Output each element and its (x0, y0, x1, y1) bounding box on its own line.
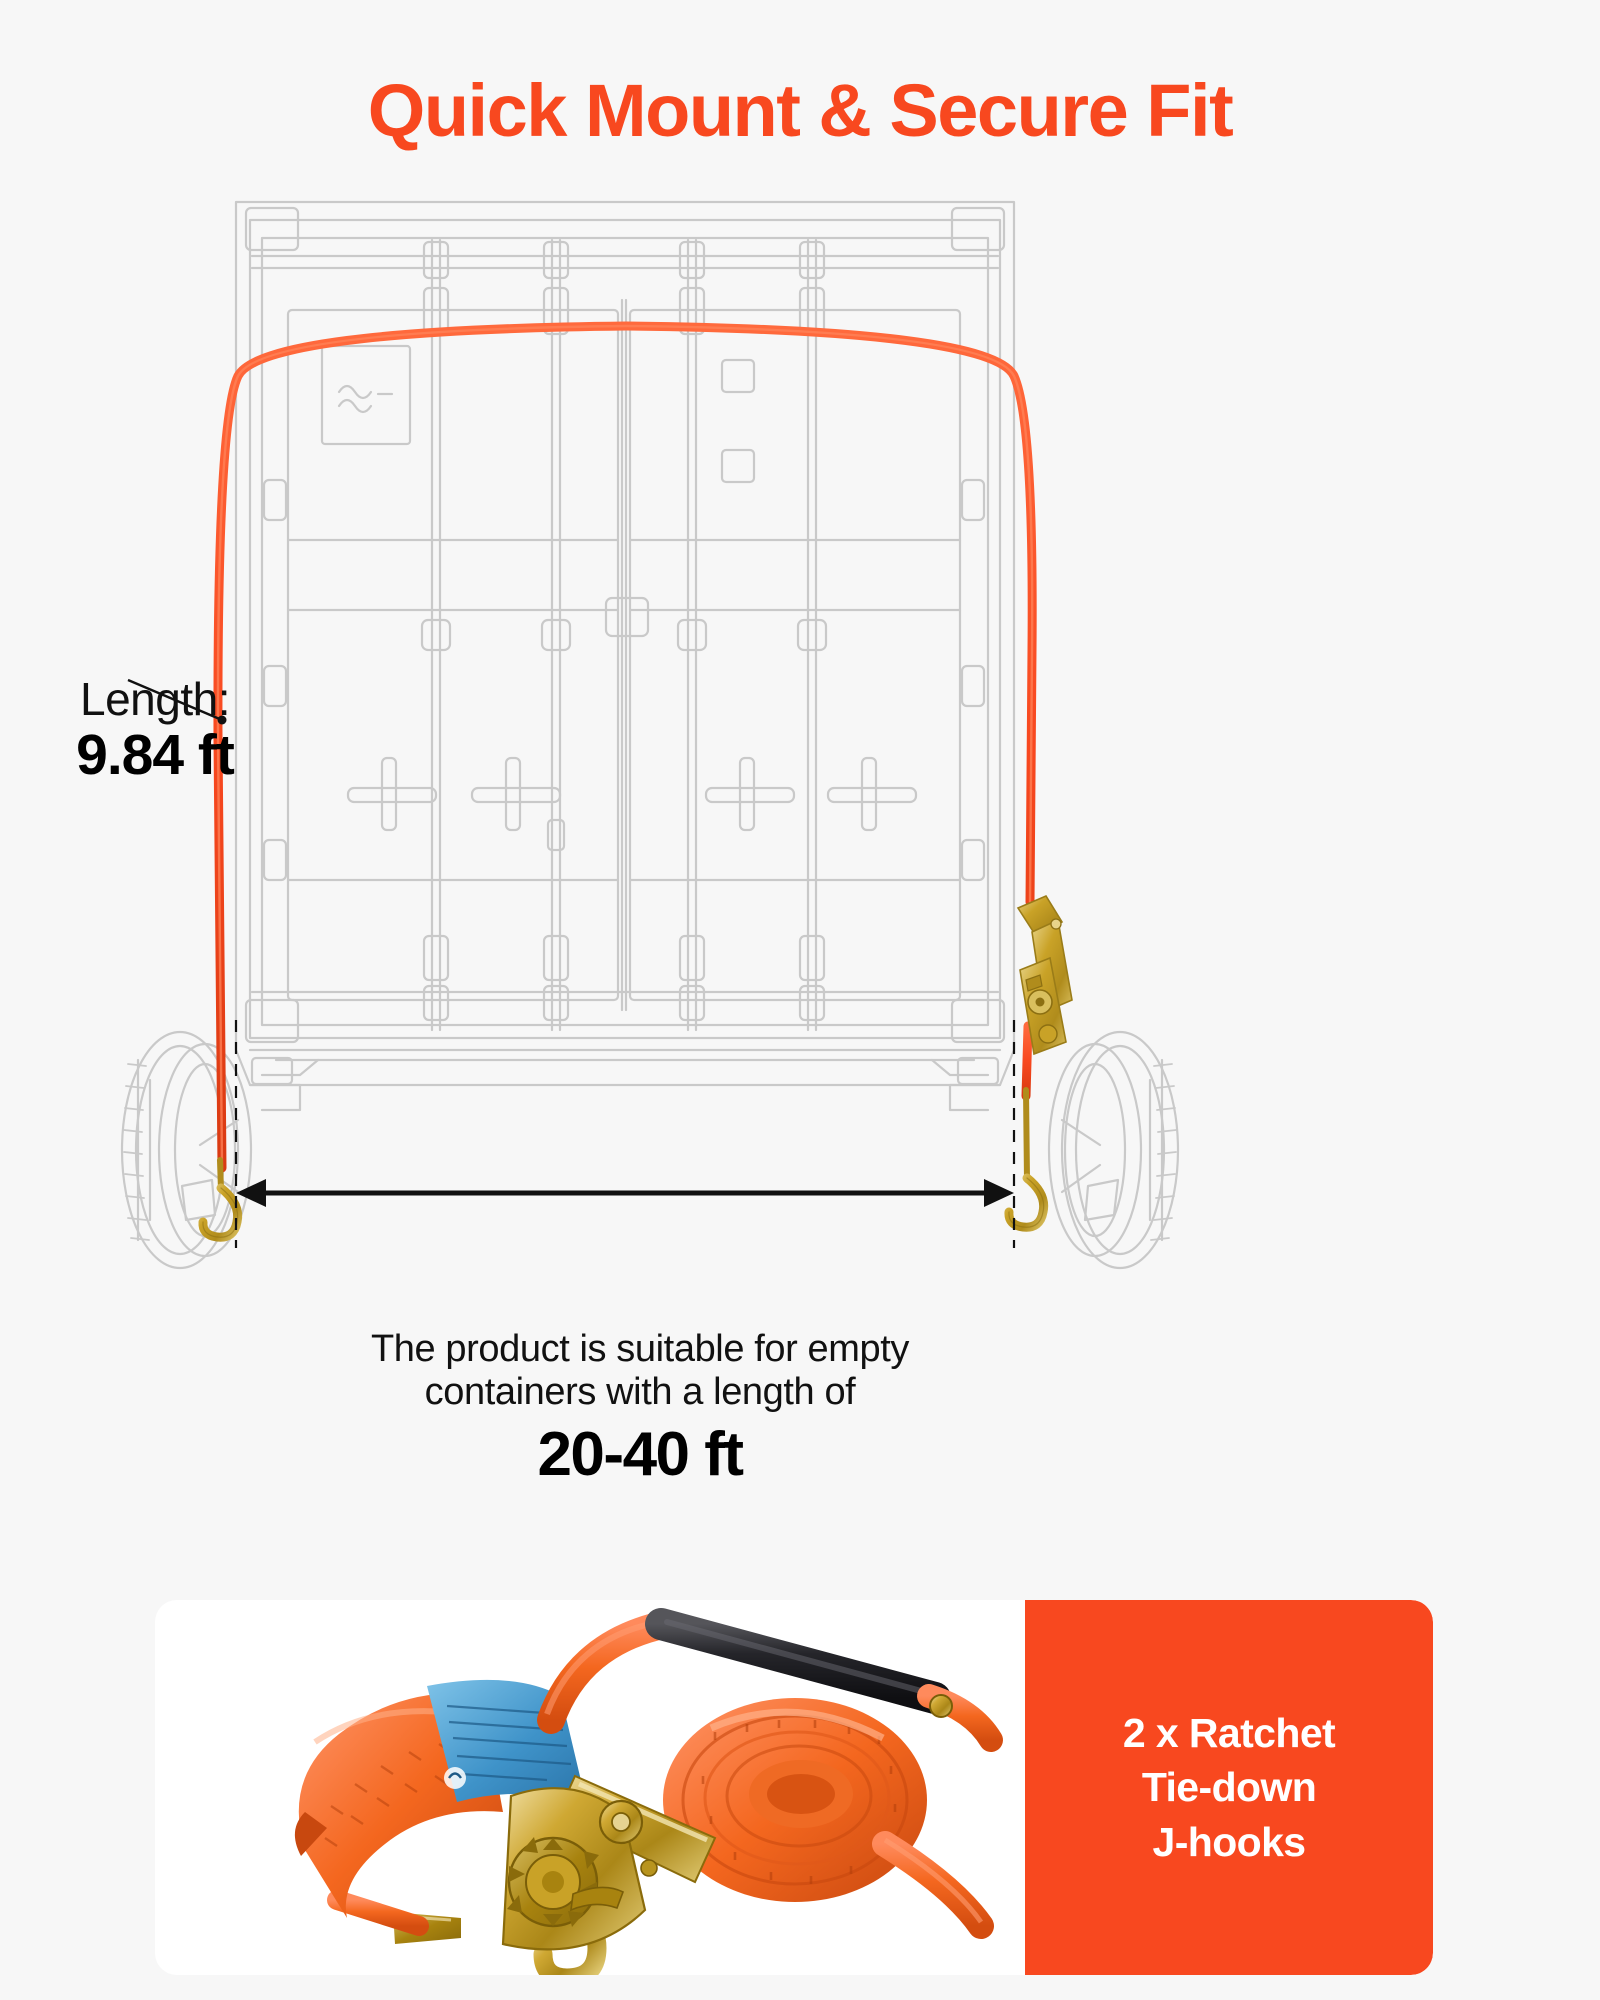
container-center-lockbox (604, 596, 650, 638)
product-badge: 2 x Ratchet Tie-down J-hooks (1025, 1600, 1433, 1975)
door-cam-handles (346, 756, 918, 832)
door-keeper-brackets (262, 478, 986, 882)
webbing-coil (663, 1698, 927, 1902)
page-title: Quick Mount & Secure Fit (367, 69, 1234, 152)
caption-line-2: containers with a length of (424, 1370, 856, 1413)
suitability-caption: The product is suitable for empty contai… (310, 1328, 970, 1490)
badge-line-2: Tie-down (1141, 1764, 1317, 1811)
diagram-svg (120, 200, 1180, 1270)
container-length-dimension (234, 1020, 1016, 1248)
badge-line-3: J-hooks (1152, 1818, 1307, 1865)
product-photo (155, 1600, 1025, 1975)
j-hook-right (1004, 1087, 1049, 1232)
length-callout-label: Length: (80, 673, 230, 725)
container-doors (286, 298, 962, 1012)
container-data-plate (320, 344, 412, 446)
container-diagram (0, 180, 1600, 1580)
length-callout-value: 9.84 ft (76, 722, 235, 787)
length-callout: Length: 9.84 ft (20, 673, 290, 787)
ratchet-mechanism-photo (501, 1774, 717, 1951)
ratchet-strap-illustration (294, 1608, 1003, 1975)
product-card: 2 x Ratchet Tie-down J-hooks (155, 1600, 1433, 1975)
caption-line-1: The product is suitable for empty (370, 1328, 910, 1370)
length-leader-line (127, 678, 227, 725)
line-art-group (120, 200, 1180, 1270)
container-placards (720, 358, 756, 484)
strap-tail (872, 1831, 994, 1939)
caption-length-range: 20-40 ft (537, 1419, 744, 1489)
chassis-wheel-right (1047, 1030, 1180, 1270)
strap-to-hook (327, 1890, 429, 1936)
ratchet-handle (537, 1608, 1003, 1752)
ratchet-mechanism-right (1016, 894, 1073, 1056)
door-locking-rods (420, 238, 828, 1032)
badge-line-1: 2 x Ratchet (1122, 1709, 1336, 1756)
ratchet-strap-over-container (213, 321, 1037, 1173)
